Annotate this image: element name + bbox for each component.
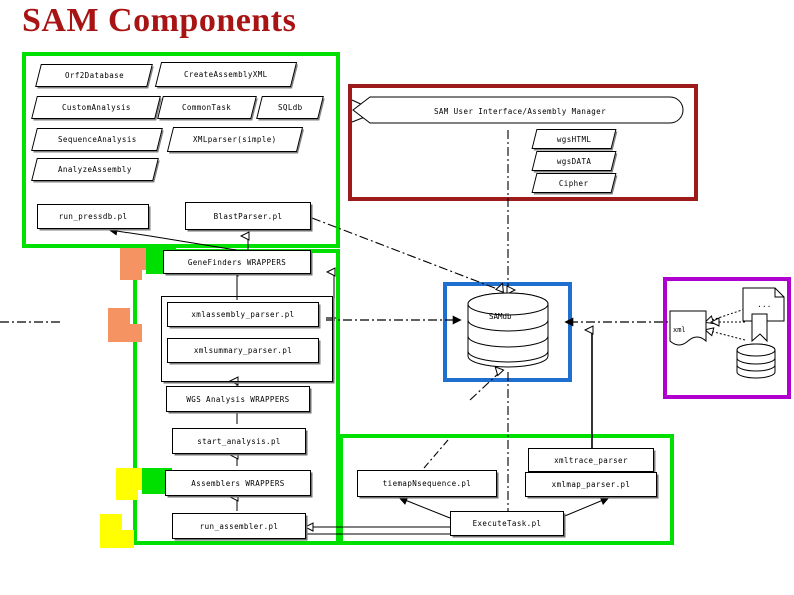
script-tiemapnsequence[interactable]: tiemapNsequence.pl [357, 470, 497, 497]
class-orf2database[interactable]: Orf2Database [35, 64, 153, 87]
script-blastparser[interactable]: BlastParser.pl [185, 202, 311, 230]
class-sqldb-label: SQLdb [277, 103, 303, 112]
wrapper-xmlsummary-parser[interactable]: xmlsummary_parser.pl [167, 338, 319, 363]
module-wgsdata[interactable]: wgsDATA [531, 151, 617, 171]
class-xmlparser-simple[interactable]: XMLparser(simple) [166, 127, 304, 152]
sam-user-interface-red-frame [348, 84, 698, 201]
script-run-pressdb[interactable]: run_pressdb.pl [37, 204, 149, 229]
class-sqldb[interactable]: SQLdb [256, 96, 324, 119]
wrapper-assemblers[interactable]: Assemblers WRAPPERS [165, 470, 311, 496]
module-wgshtml[interactable]: wgsHTML [531, 129, 617, 149]
module-wgshtml-label: wgsHTML [556, 134, 592, 144]
module-wgsdata-label: wgsDATA [556, 156, 592, 166]
page-title: SAM Components [22, 2, 297, 39]
wrapper-wgs-analysis[interactable]: WGS Analysis WRAPPERS [166, 386, 310, 412]
class-analyzeassembly-label: AnalyzeAssembly [58, 165, 132, 174]
xml-files-purple-frame [663, 277, 791, 399]
decor-yellow-block-4 [100, 514, 136, 548]
class-analyzeassembly[interactable]: AnalyzeAssembly [31, 158, 159, 181]
task-green-frame [339, 434, 674, 545]
script-run-assembler[interactable]: run_assembler.pl [172, 513, 306, 539]
wrapper-xmlassembly-parser[interactable]: xmlassembly_parser.pl [167, 302, 319, 327]
document-ellipsis-label: ... [757, 300, 772, 309]
samdb-label: SAMdb [489, 312, 512, 321]
parser-xmlmap[interactable]: xmlmap_parser.pl [525, 472, 657, 497]
class-createassemblyxml[interactable]: CreateAssemblyXML [154, 62, 298, 87]
sam-user-interface-label: SAM User Interface/Assembly Manager [370, 100, 670, 122]
class-sequenceanalysis-label: SequenceAnalysis [57, 135, 137, 144]
class-commontask-label: CommonTask [182, 103, 232, 112]
decor-orange-block-2 [108, 308, 144, 342]
parser-xmltrace[interactable]: xmltrace_parser [528, 448, 654, 472]
samdb-blue-frame [443, 282, 572, 382]
module-cipher-label: Cipher [559, 178, 589, 188]
xml-source-label: xml [673, 326, 686, 334]
class-xmlparser-simple-label: XMLparser(simple) [193, 135, 277, 144]
class-commontask[interactable]: CommonTask [157, 96, 257, 119]
class-sequenceanalysis[interactable]: SequenceAnalysis [31, 128, 163, 151]
class-createassemblyxml-label: CreateAssemblyXML [184, 70, 268, 79]
wrapper-genefinders[interactable]: GeneFinders WRAPPERS [163, 250, 311, 274]
module-cipher[interactable]: Cipher [531, 173, 617, 193]
parsers-container [161, 296, 333, 382]
script-start-analysis[interactable]: start_analysis.pl [172, 428, 306, 454]
script-executetask[interactable]: ExecuteTask.pl [450, 511, 564, 536]
class-customanalysis[interactable]: CustomAnalysis [31, 96, 161, 119]
class-orf2database-label: Orf2Database [64, 71, 124, 80]
class-customanalysis-label: CustomAnalysis [61, 103, 131, 112]
